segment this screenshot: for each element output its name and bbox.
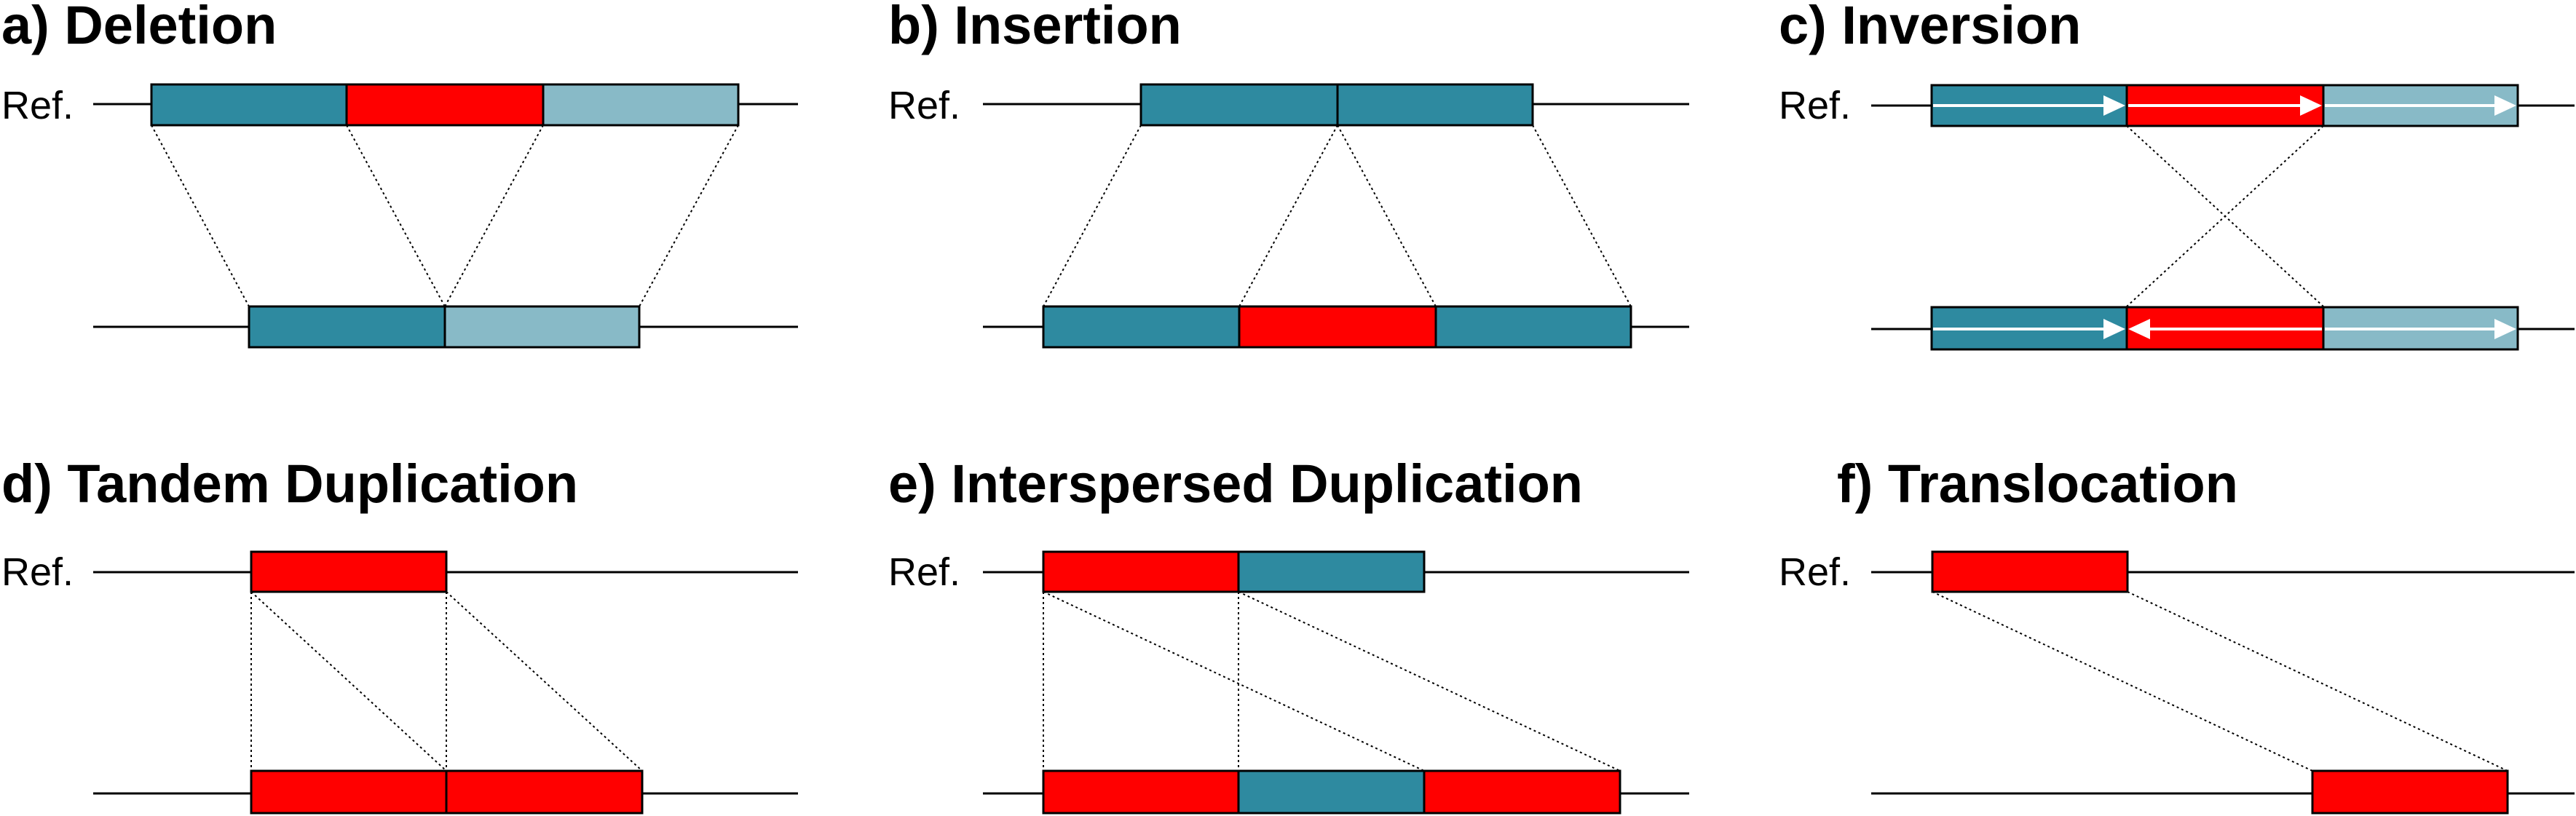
alt-segment-copy (1423, 769, 1621, 815)
alt-segment-teal-right (1434, 305, 1632, 349)
panel-inversion: c) Inversion Ref. (1779, 0, 2575, 351)
panel-deletion: a) Deletion Ref. (1, 0, 798, 349)
panel-insertion: b) Insertion Ref. (888, 0, 1689, 349)
panel-title-insertion: b) Insertion (888, 0, 1182, 55)
ref-segment-deleted (345, 83, 545, 127)
alt-segment-teal (248, 305, 446, 349)
panel-title-interspersed-duplication: e) Interspersed Duplication (888, 453, 1583, 514)
panel-title-inversion: c) Inversion (1779, 0, 2081, 55)
alt-segment-teal-left (1042, 305, 1241, 349)
right-arrow-icon (2494, 95, 2516, 116)
alt-segment-copy-2 (445, 769, 644, 815)
ref-segment-teal (1237, 550, 1426, 593)
mapping-line (250, 591, 447, 772)
mapping-line (1337, 124, 1437, 307)
ref-label-tandem-duplication: Ref. (1, 550, 74, 594)
alt-segment-teal (1237, 769, 1426, 815)
mapping-line (444, 124, 544, 307)
panel-title-deletion: a) Deletion (1, 0, 277, 55)
right-arrow-icon (2494, 319, 2516, 339)
mapping-line (446, 591, 643, 772)
alt-segment-original (1042, 769, 1240, 815)
mapping-line (1043, 591, 1425, 772)
mapping-line (1238, 124, 1338, 307)
ref-label-interspersed-duplication: Ref. (888, 550, 960, 594)
ref-segment-teal-right (1336, 83, 1534, 127)
mapping-line (151, 124, 250, 307)
ref-segment-teal-left (1139, 83, 1339, 127)
mapping-line (1043, 124, 1142, 307)
ref-segment-light (542, 83, 740, 127)
ref-segment-duplicated (250, 550, 448, 593)
ref-label-inversion: Ref. (1779, 84, 1851, 127)
ref-label-deletion: Ref. (1, 84, 74, 127)
mapping-line (2126, 125, 2324, 307)
panel-title-translocation: f) Translocation (1837, 453, 2238, 514)
mapping-line (346, 124, 446, 307)
mapping-line (2127, 591, 2508, 772)
panel-translocation: f) Translocation Ref. (1779, 453, 2575, 815)
alt-segment-inserted (1238, 305, 1437, 349)
ref-label-translocation: Ref. (1779, 550, 1851, 594)
panel-interspersed-duplication: e) Interspersed Duplication Ref. (888, 453, 1689, 815)
left-arrow-icon (2128, 319, 2150, 339)
alt-segment-copy-1 (250, 769, 448, 815)
ref-segment-translocated (1931, 550, 2129, 593)
right-arrow-icon (2300, 95, 2322, 116)
alt-segment-light (443, 305, 641, 349)
mapping-line (1238, 591, 1621, 772)
mapping-line (639, 124, 739, 307)
mapping-line (1932, 591, 2313, 772)
alt-segment-translocated (2311, 769, 2509, 815)
right-arrow-icon (2103, 95, 2125, 116)
panel-title-tandem-duplication: d) Tandem Duplication (1, 453, 578, 514)
ref-segment-teal (150, 83, 348, 127)
ref-label-insertion: Ref. (888, 84, 960, 127)
panel-tandem-duplication: d) Tandem Duplication Ref. (1, 453, 798, 815)
ref-segment-duplicated (1042, 550, 1240, 593)
mapping-line (1532, 124, 1632, 307)
right-arrow-icon (2103, 319, 2125, 339)
